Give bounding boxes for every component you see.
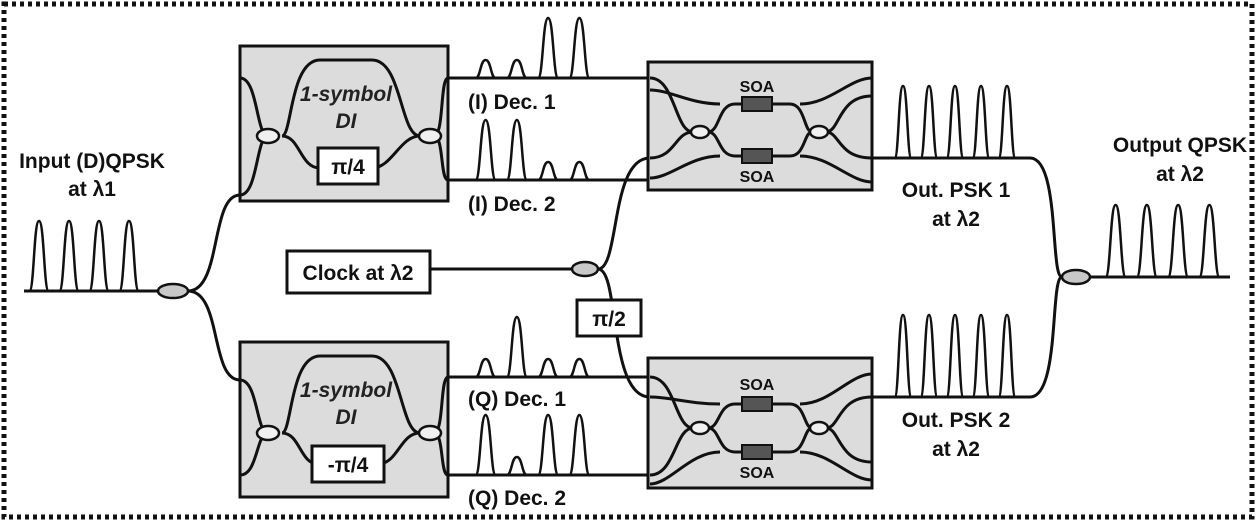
out-psk1-waveguide	[872, 156, 1064, 279]
out-psk1-label-line2: at λ2	[932, 208, 980, 231]
pulse-train-output	[1100, 203, 1225, 279]
soa-label: SOA	[740, 79, 775, 96]
soa-top-box: SOA SOA	[646, 60, 874, 192]
pulse-train-i-dec2	[470, 118, 595, 182]
i-dec2-label: (I) Dec. 2	[468, 193, 556, 216]
di-bottom-label1: 1-symbol	[300, 379, 393, 402]
q-dec1-label: (Q) Dec. 1	[468, 388, 566, 411]
clock-label: Clock at λ2	[303, 262, 414, 285]
split-to-top-di	[187, 193, 241, 293]
out-psk2-label-line1: Out. PSK 2	[902, 409, 1011, 432]
pulse-train-out-psk2	[890, 313, 1020, 399]
di-bottom-label2: DI	[336, 406, 358, 429]
pulse-train-i-dec1	[470, 16, 595, 80]
soa-chip-top-upper	[741, 96, 773, 112]
out-psk2-waveguide	[872, 275, 1064, 399]
soa-chip-bottom-lower	[741, 444, 773, 460]
di-bottom-box: 1-symbol DI -π/4	[238, 340, 450, 499]
pulse-trains	[24, 16, 1225, 477]
soa-bottom-box: SOA SOA	[646, 356, 874, 490]
pulse-train-q-dec2	[470, 413, 595, 477]
clock-box	[285, 249, 432, 295]
split-to-bottom-di	[187, 289, 241, 382]
input-label-line1: Input (D)QPSK	[19, 150, 165, 173]
di-top-label2: DI	[336, 110, 358, 133]
output-label-line2: at λ2	[1156, 163, 1204, 186]
clock-to-top-soa	[597, 156, 651, 271]
output-combiner-coupler	[1060, 268, 1092, 286]
clock-phase-box	[575, 298, 643, 338]
di-bottom-phase-box	[310, 444, 386, 484]
pulse-train-input	[24, 219, 144, 293]
pulse-train-out-psk1	[890, 84, 1020, 160]
input-label-line2: at λ1	[68, 178, 116, 201]
waveguides	[24, 76, 1230, 477]
di-top-box: 1-symbol DI π/4	[238, 44, 450, 203]
soa-chip-bottom-upper	[741, 396, 773, 412]
di-top-phase-box	[316, 146, 380, 186]
di-top-label1: 1-symbol	[300, 83, 393, 106]
soa-label: SOA	[740, 169, 775, 186]
i-dec1-label: (I) Dec. 1	[468, 91, 556, 114]
soa-chip-top-lower	[741, 148, 773, 164]
q-dec2-label: (Q) Dec. 2	[468, 487, 566, 510]
soa-label: SOA	[740, 377, 775, 394]
out-psk2-label-line2: at λ2	[932, 438, 980, 461]
clock-phase: π/2	[592, 308, 626, 331]
out-psk1-label-line1: Out. PSK 1	[902, 179, 1011, 202]
soa-label: SOA	[740, 465, 775, 482]
clock-splitter-coupler	[570, 260, 600, 278]
di-bottom-phase: -π/4	[328, 454, 369, 477]
pulse-train-q-dec1	[470, 315, 595, 379]
di-top-phase: π/4	[331, 156, 365, 179]
output-label-line1: Output QPSK	[1113, 134, 1247, 157]
input-splitter-coupler	[156, 282, 190, 300]
